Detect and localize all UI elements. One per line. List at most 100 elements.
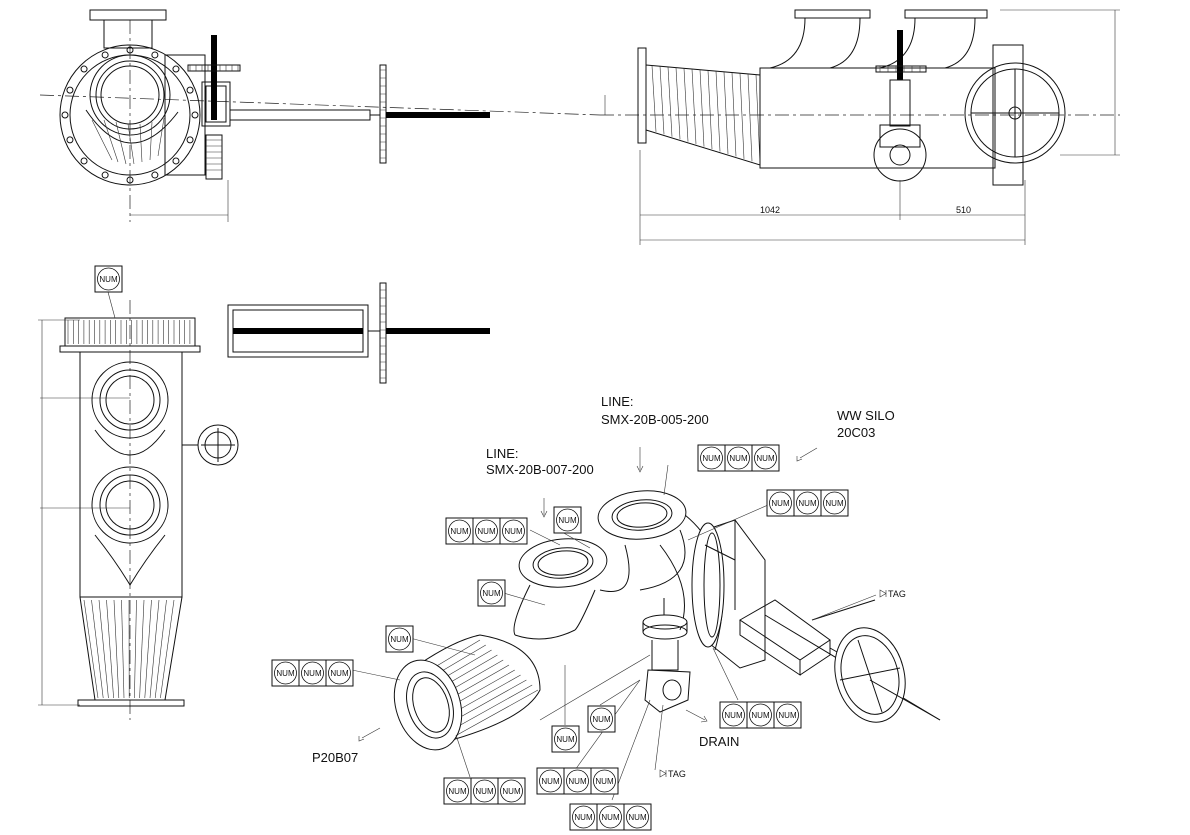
outlet-label: P20B07: [312, 750, 358, 765]
balloon-circle: [448, 519, 471, 543]
balloon-label: NUM: [482, 589, 501, 598]
cone-rib: [739, 73, 745, 159]
balloon-circle: [754, 446, 777, 470]
balloon-circle: [328, 661, 351, 685]
drain-label: DRAIN: [699, 734, 739, 749]
lower-cone-rib: [154, 599, 167, 699]
cone-rib: [651, 65, 657, 132]
bolt-hole: [172, 65, 180, 73]
bolt-hole: [66, 136, 74, 144]
balloon-label: NUM: [798, 499, 817, 508]
balloon-circle: [446, 779, 469, 803]
num-balloon-group: NUM NUM NUM: [766, 489, 849, 517]
balloon-label: NUM: [568, 777, 587, 786]
balloon-label: NUM: [751, 711, 770, 720]
bolt-hole: [191, 111, 199, 119]
balloon-label: NUM: [825, 499, 844, 508]
balloon-circle: [769, 491, 792, 515]
bolt-hole: [101, 51, 109, 59]
bolt-hole: [186, 136, 194, 144]
side-view: 1042 510: [600, 9, 1120, 245]
balloon-label: NUM: [477, 527, 496, 536]
line1-title: LINE:: [601, 394, 634, 409]
end-view: [39, 9, 601, 222]
cone-rib: [667, 66, 673, 137]
cone-rib: [715, 71, 721, 152]
balloon-label: NUM: [702, 454, 721, 463]
balloon-label: NUM: [276, 669, 295, 678]
bolt-hole: [126, 46, 134, 54]
balloon-circle: [593, 769, 616, 793]
balloon-label: NUM: [450, 527, 469, 536]
lower-cone-rib: [139, 599, 145, 699]
balloon-label: NUM: [592, 715, 611, 724]
tag-marker-handwheel: TAG: [879, 589, 906, 599]
balloon-circle: [823, 491, 846, 515]
balloon-label: NUM: [601, 813, 620, 822]
balloon-label: NUM: [778, 711, 797, 720]
balloon-label: NUM: [595, 777, 614, 786]
bolt-hole: [172, 157, 180, 165]
lower-cone-rib: [113, 599, 120, 699]
balloon-label: NUM: [502, 787, 521, 796]
balloon-label: NUM: [303, 669, 322, 678]
balloon-label: NUM: [771, 499, 790, 508]
cone-rib: [699, 69, 705, 147]
num-balloon-group: NUM NUM NUM: [697, 444, 780, 472]
front-view: [38, 282, 490, 720]
cone-rib: [747, 73, 753, 162]
cone-rib: [707, 70, 713, 150]
lower-cone-rib: [91, 599, 104, 699]
balloon-label: NUM: [724, 711, 743, 720]
balloon-circle: [274, 661, 297, 685]
cone-rib: [731, 72, 737, 157]
cone-rib: [659, 66, 665, 135]
balloon-label: NUM: [574, 813, 593, 822]
balloon-label: NUM: [729, 454, 748, 463]
balloon-circle: [388, 627, 411, 651]
silo-code: 20C03: [837, 425, 875, 440]
lower-cone-ribs: [83, 599, 175, 699]
balloon-circle: [554, 727, 577, 751]
cone-rib: [691, 69, 697, 145]
num-balloon-group: NUM NUM NUM: [445, 517, 528, 545]
bolt-hole: [80, 157, 88, 165]
lower-cone-rib: [144, 599, 152, 699]
balloon-circle: [590, 707, 613, 731]
bolt-hole: [80, 65, 88, 73]
bolt-hole: [101, 171, 109, 179]
silo-name: WW SILO: [837, 408, 895, 423]
line2-title: LINE:: [486, 446, 519, 461]
balloon-label: NUM: [448, 787, 467, 796]
balloon-label: NUM: [756, 454, 775, 463]
balloon-circle: [301, 661, 324, 685]
balloon-label: NUM: [330, 669, 349, 678]
iso-cone-rib: [429, 639, 481, 671]
balloon-circle: [539, 769, 562, 793]
dimension-1042: 1042: [760, 205, 780, 215]
balloon-circle: [727, 446, 750, 470]
cone-rib: [675, 67, 681, 140]
tag-label: TAG: [668, 769, 686, 779]
cone-rib: [723, 71, 729, 154]
header-ribs: [67, 320, 191, 344]
bolt-hole: [61, 111, 69, 119]
cone-rib: [683, 68, 689, 142]
num-balloon-group: NUM: [587, 705, 616, 733]
line2-code: SMX-20B-007-200: [486, 462, 594, 477]
balloon-label: NUM: [390, 635, 409, 644]
balloon-circle: [796, 491, 819, 515]
balloon-label: NUM: [475, 787, 494, 796]
num-balloon-group: NUM NUM NUM: [719, 701, 802, 729]
num-balloon-group: NUM: [477, 579, 506, 607]
balloon-circle: [566, 769, 589, 793]
balloon-circle: [700, 446, 723, 470]
lower-cone-rib: [134, 599, 137, 699]
lower-cone-rib: [160, 599, 175, 699]
balloon-label: NUM: [504, 527, 523, 536]
bolt-hole: [66, 86, 74, 94]
balloon-circle: [572, 805, 595, 829]
